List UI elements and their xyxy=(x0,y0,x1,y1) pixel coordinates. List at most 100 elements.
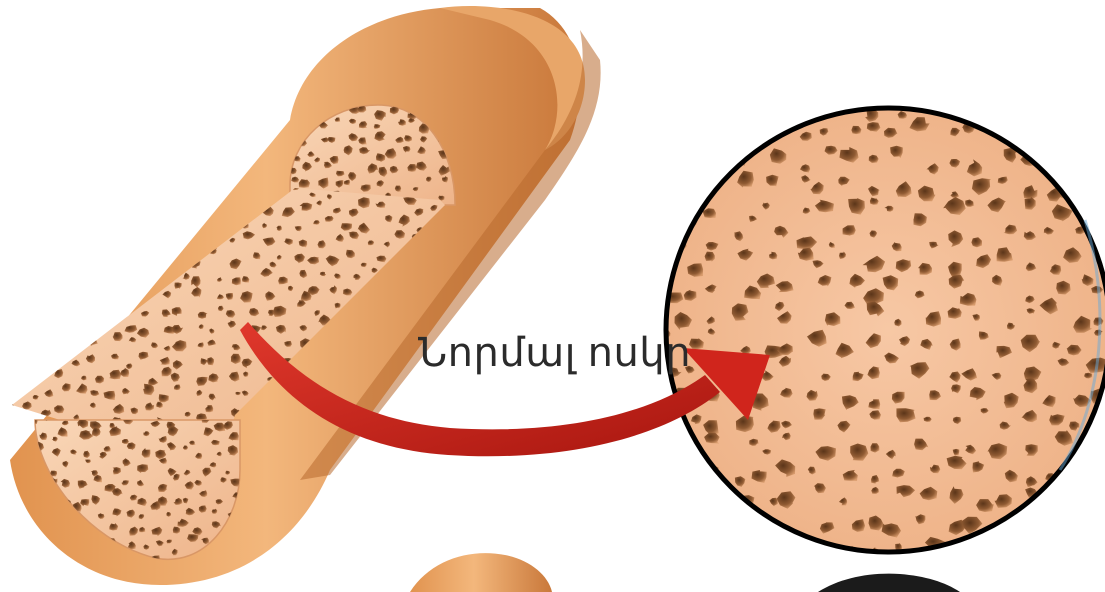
bone-pore xyxy=(1083,128,1091,134)
bone-pore xyxy=(72,187,78,193)
bone-pore xyxy=(175,216,183,224)
bone-pore xyxy=(1073,148,1086,162)
bone-pore xyxy=(395,452,408,461)
bone-pore xyxy=(128,293,140,304)
bone-pore xyxy=(1,336,13,345)
bone-pore xyxy=(26,203,34,211)
bone-pore xyxy=(5,376,18,387)
bone-pore xyxy=(691,192,701,200)
bone-pore xyxy=(70,196,81,205)
bone-pore xyxy=(21,374,28,380)
bone-pore xyxy=(1027,521,1036,528)
bone-pore xyxy=(93,303,104,311)
bone-pore xyxy=(654,461,666,470)
bone-pore xyxy=(79,275,93,286)
bone-pore xyxy=(139,183,152,192)
bone-pore xyxy=(922,95,932,102)
bone-pore xyxy=(93,201,103,208)
bone-pore xyxy=(410,394,423,403)
bone-pore xyxy=(9,322,18,329)
bone-pore xyxy=(38,327,46,336)
bone-pore xyxy=(154,213,167,224)
bone-pore xyxy=(1090,422,1105,437)
bone-pore xyxy=(77,339,85,346)
bone-pore xyxy=(112,207,125,218)
bone-pore xyxy=(146,216,158,225)
bone-pore xyxy=(171,198,183,208)
bone-pore xyxy=(1042,543,1059,560)
bone-pore xyxy=(417,405,424,411)
bone-pore xyxy=(124,182,131,190)
bone-pore xyxy=(1020,109,1039,126)
bone-pore xyxy=(702,131,720,145)
bone-pore xyxy=(677,466,689,475)
bone-pore xyxy=(93,294,100,300)
bone-pore xyxy=(72,251,80,258)
bone-pore xyxy=(34,558,40,564)
bone-pore xyxy=(707,542,718,549)
bone-pore xyxy=(656,175,675,192)
bone-pore xyxy=(671,445,679,451)
bone-pore xyxy=(353,444,365,455)
bone-pore xyxy=(437,413,443,418)
second-circle-fragment xyxy=(818,574,960,592)
bone-pore xyxy=(52,558,59,564)
bone-pore xyxy=(12,236,21,245)
bone-pore xyxy=(141,276,147,281)
bone-pore xyxy=(706,530,718,537)
bone-pore xyxy=(97,249,104,256)
bone-pore xyxy=(2,281,13,290)
bone-pore xyxy=(684,514,698,525)
bone-pore xyxy=(388,452,398,461)
normal-bone-label: Նորմալ ոսկր xyxy=(418,330,691,376)
bone-pore xyxy=(366,463,372,469)
bone-pore xyxy=(414,454,423,460)
bone-pore xyxy=(1068,100,1080,111)
bone-pore xyxy=(27,241,34,247)
bone-pore xyxy=(27,182,40,194)
bone-pore xyxy=(51,322,62,333)
bone-pore xyxy=(14,386,22,394)
bone-pore xyxy=(948,94,961,104)
bone-pore xyxy=(973,538,983,548)
bone-pore xyxy=(747,138,759,147)
bone-pore xyxy=(22,215,34,225)
bone-pore xyxy=(28,312,34,319)
bone-pore xyxy=(82,302,88,307)
bone-pore xyxy=(1069,176,1078,183)
bone-pore xyxy=(198,183,209,193)
bone-pore xyxy=(92,317,100,324)
bone-pore xyxy=(688,486,705,504)
bone-pore xyxy=(48,233,56,238)
bone-pore xyxy=(948,551,962,565)
bone-pore xyxy=(130,300,138,307)
bone-pore xyxy=(61,181,68,188)
bone-pore xyxy=(148,241,158,249)
bone-pore xyxy=(976,108,987,115)
bone-pore xyxy=(196,215,204,221)
bone-pore xyxy=(799,99,811,109)
bone-pore xyxy=(1057,528,1073,541)
bone-pore xyxy=(105,243,114,250)
bone-pore xyxy=(9,309,21,319)
bone-pore xyxy=(1092,499,1105,509)
bone-pore xyxy=(740,101,749,109)
bone-pore xyxy=(129,234,137,240)
bone-pore xyxy=(103,319,114,329)
bone-pore xyxy=(659,253,673,264)
bone-pore xyxy=(1026,553,1035,559)
bone-pore xyxy=(125,225,133,231)
bone-pore xyxy=(41,287,53,297)
bone-pore xyxy=(1079,199,1097,211)
magnified-bone-circle xyxy=(652,91,1105,566)
bone-pore xyxy=(1065,494,1084,508)
bone-pore xyxy=(2,222,12,234)
bone-pore xyxy=(4,402,14,409)
bone-pore xyxy=(1095,510,1104,521)
bone-pore xyxy=(53,305,60,311)
bone-pore xyxy=(115,185,121,191)
bone-pore xyxy=(125,201,133,208)
bone-pore xyxy=(161,181,172,190)
bone-pore xyxy=(701,144,716,155)
bone-pore xyxy=(212,200,218,206)
